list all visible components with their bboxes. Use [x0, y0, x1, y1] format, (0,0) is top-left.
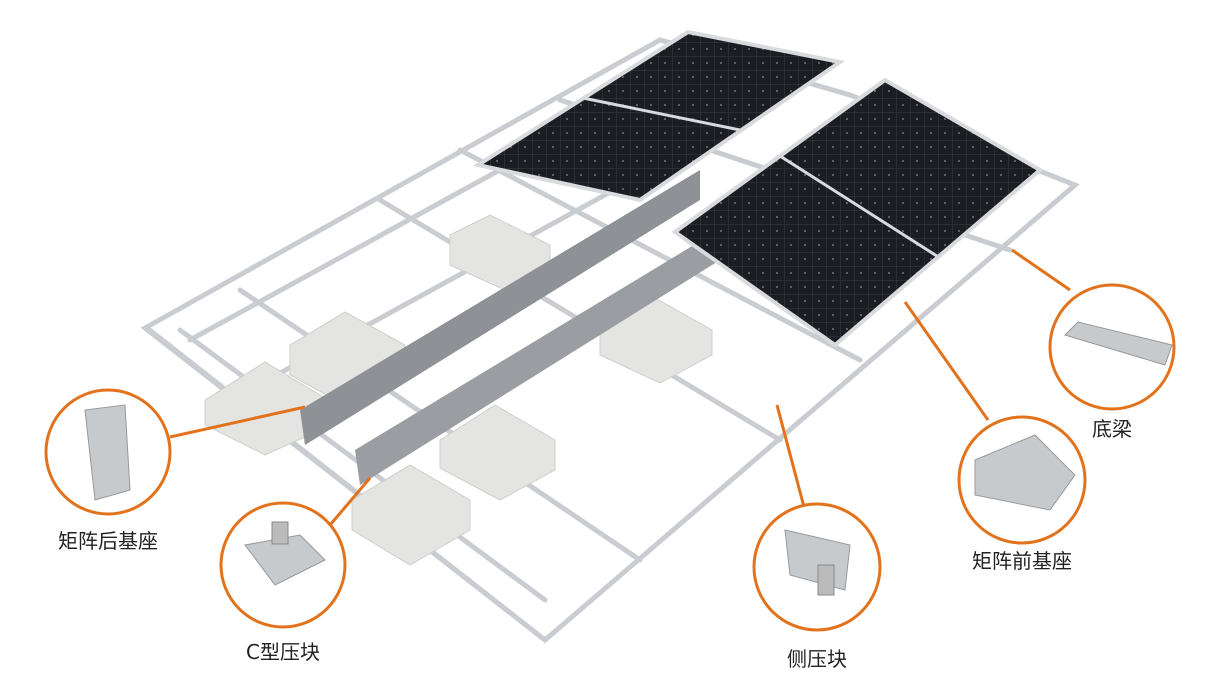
c-clamp-label: C型压块: [246, 640, 320, 664]
support-beams: [300, 170, 760, 485]
solar-panel-front: [671, 77, 1044, 348]
solar-panels: [472, 29, 1044, 348]
bottom-beam-callout: [1048, 283, 1176, 411]
front-base-callout: [957, 415, 1087, 545]
rear-base-label: 矩阵后基座: [58, 529, 158, 553]
c-clamp-callout: [219, 501, 347, 629]
leader-lines: [169, 248, 1071, 526]
bottom-beam-label: 底梁: [1092, 417, 1132, 441]
rear-base-callout: [44, 388, 172, 516]
side-clamp-label: 侧压块: [787, 647, 847, 671]
solar-panel-rear: [472, 29, 846, 203]
side-clamp-callout: [752, 502, 882, 632]
front-base-label: 矩阵前基座: [972, 549, 1072, 573]
